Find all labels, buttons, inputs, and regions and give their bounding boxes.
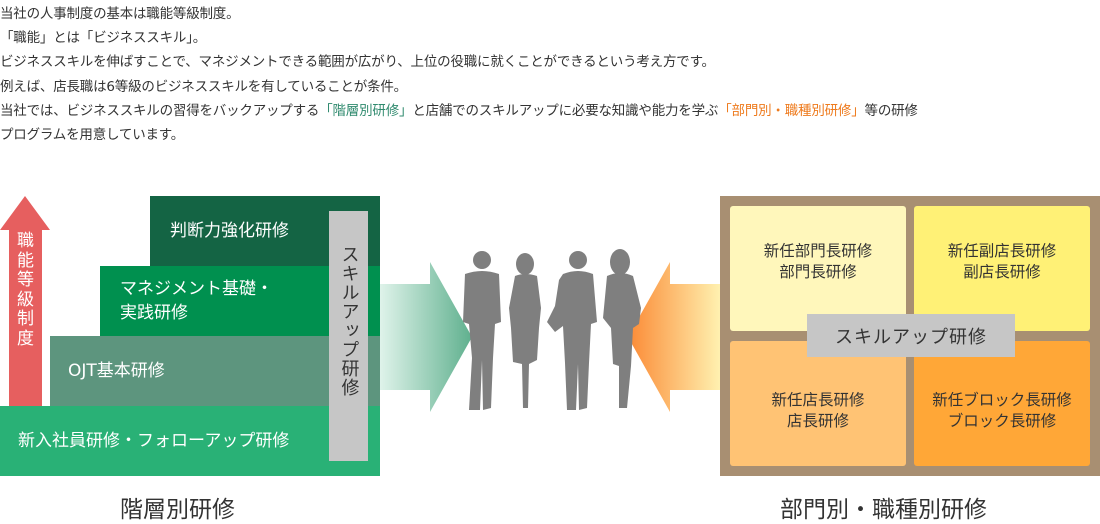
tier-ojt-training: OJT基本研修	[50, 336, 380, 406]
tier-label-line1: マネジメント基礎・	[120, 279, 273, 299]
tier-label: OJT基本研修	[68, 361, 165, 381]
intro-text: 当社の人事制度の基本は職能等級制度。 「職能」とは「ビジネススキル」。 ビジネス…	[0, 2, 1100, 147]
intro-line-5-suffix: 等の研修	[864, 102, 918, 119]
cell-line2: 店長研修	[786, 411, 849, 430]
arrow-right-icon	[380, 262, 472, 412]
tier-label: 判断力強化研修	[170, 221, 289, 241]
skillup-training-center-label: スキルアップ研修	[807, 314, 1015, 357]
department-training-caption: 部門別・職種別研修	[780, 497, 987, 523]
rank-arrow-label-char: 級	[17, 289, 34, 310]
hierarchy-training-caption: 階層別研修	[120, 497, 235, 523]
cell-line1: 新任店長研修	[771, 390, 865, 409]
intro-line-4: 例えば、店長職は6等級のビジネススキルを有していることが条件。	[0, 78, 407, 95]
intro-line-5: 当社では、ビジネススキルの習得をバックアップする「階層別研修」と店舗でのスキルア…	[0, 99, 1100, 123]
people-silhouette-icon	[463, 249, 641, 410]
intro-line-6: プログラムを用意しています。	[0, 127, 185, 144]
rank-arrow-label-char: 度	[17, 328, 34, 349]
tier-label-line2: 実践研修	[120, 303, 188, 323]
intro-line-1: 当社の人事制度の基本は職能等級制度。	[0, 6, 240, 22]
dept-cell-deputy-store-manager: 新任副店長研修 副店長研修	[914, 206, 1090, 331]
arrow-up-icon	[0, 196, 50, 406]
cell-line2: ブロック長研修	[947, 411, 1057, 430]
cell-line1: 新任副店長研修	[947, 241, 1057, 260]
arrow-left-icon	[628, 262, 720, 412]
rank-arrow-label-char: 能	[17, 250, 34, 271]
cell-line2: 部門長研修	[779, 262, 857, 281]
department-training-highlight: 「部門別・職種別研修」	[718, 102, 865, 119]
cell-line1: 新任ブロック長研修	[932, 390, 1072, 409]
dept-cell-department-manager: 新任部門長研修 部門長研修	[730, 206, 906, 331]
intro-line-3: ビジネススキルを伸ばすことで、マネジメントできる範囲が広がり、上位の役職に就くこ…	[0, 54, 715, 71]
tier-new-employee-training: 新入社員研修・フォローアップ研修	[0, 406, 380, 476]
department-training-panel: 新任部門長研修 部門長研修 新任副店長研修 副店長研修 新任店長研修 店長研修 …	[720, 196, 1100, 476]
intro-line-2: 「職能」とは「ビジネススキル」。	[0, 30, 207, 47]
dept-cell-block-manager: 新任ブロック長研修 ブロック長研修	[914, 341, 1090, 466]
intro-line-5-prefix: 当社では、ビジネススキルの習得をバックアップする	[0, 102, 320, 119]
rank-arrow-label-char: 制	[17, 309, 34, 330]
dept-cell-store-manager: 新任店長研修 店長研修	[730, 341, 906, 466]
rank-arrow-label-char: 職	[17, 231, 34, 251]
rank-arrow-label-char: 等	[17, 270, 34, 291]
cell-line2: 副店長研修	[963, 262, 1041, 281]
skillup-training-vertical-label: スキルアップ研修	[329, 211, 368, 461]
hierarchy-training-highlight: 「階層別研修」	[319, 102, 413, 119]
cell-line1: 新任部門長研修	[763, 241, 873, 260]
rank-arrow-label: 職能等級制度	[9, 231, 42, 350]
intro-line-5-mid: と店舗でのスキルアップに必要な知識や能力を学ぶ	[412, 102, 719, 119]
tier-label: 新入社員研修・フォローアップ研修	[18, 431, 290, 451]
